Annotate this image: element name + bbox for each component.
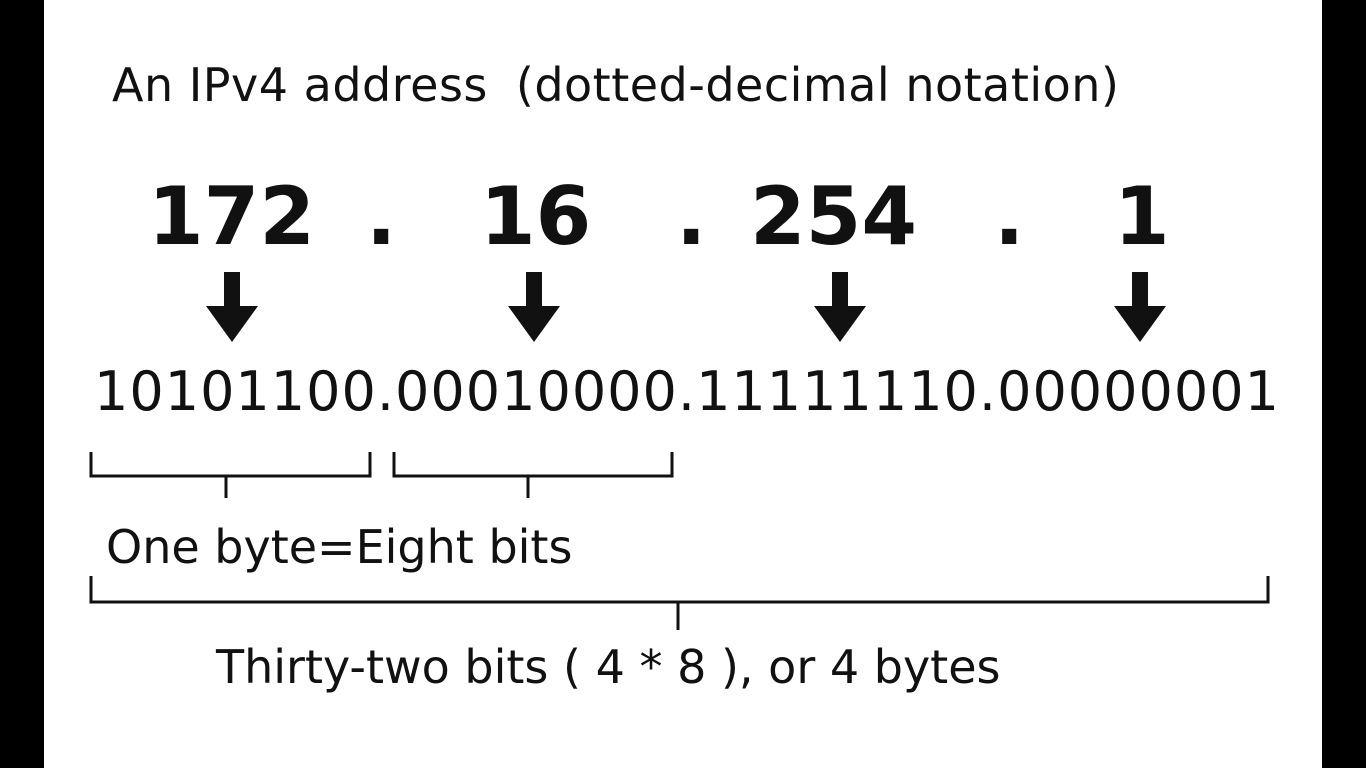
title-main: An IPv4 address bbox=[112, 58, 488, 112]
diagram-canvas: An IPv4 address (dotted-decimal notation)… bbox=[44, 0, 1322, 768]
octet-1: 172 bbox=[148, 170, 315, 263]
octet-separator-1: . bbox=[366, 170, 397, 263]
octet-separator-3: . bbox=[994, 170, 1025, 263]
binary-address: 10101100.00010000.11111110.00000001 bbox=[94, 360, 1280, 423]
octet-2: 16 bbox=[480, 170, 592, 263]
diagram-title: An IPv4 address (dotted-decimal notation) bbox=[112, 58, 1119, 112]
binary-separator-2: . bbox=[677, 360, 697, 423]
total-bits-label: Thirty-two bits ( 4 * 8 ), or 4 bytes bbox=[216, 640, 1001, 694]
arrow-down-icon bbox=[508, 272, 560, 342]
title-note: (dotted-decimal notation) bbox=[515, 58, 1120, 112]
binary-octet-3: 11111110 bbox=[696, 360, 979, 423]
binary-separator-1: . bbox=[376, 360, 396, 423]
octet-separator-2: . bbox=[676, 170, 707, 263]
binary-octet-1: 10101100 bbox=[94, 360, 377, 423]
binary-octet-2: 00010000 bbox=[395, 360, 678, 423]
byte-bracket-2 bbox=[392, 452, 674, 478]
binary-octet-4: 00000001 bbox=[997, 360, 1280, 423]
arrow-down-icon bbox=[814, 272, 866, 342]
arrow-down-icon bbox=[206, 272, 258, 342]
binary-separator-3: . bbox=[978, 360, 998, 423]
total-bracket bbox=[89, 576, 1270, 604]
arrow-down-icon bbox=[1114, 272, 1166, 342]
byte-bracket-1 bbox=[89, 452, 372, 478]
byte-label: One byte=Eight bits bbox=[106, 520, 573, 574]
octet-4: 1 bbox=[1114, 170, 1170, 263]
bracket-lines bbox=[89, 452, 1270, 630]
octet-3: 254 bbox=[750, 170, 917, 263]
